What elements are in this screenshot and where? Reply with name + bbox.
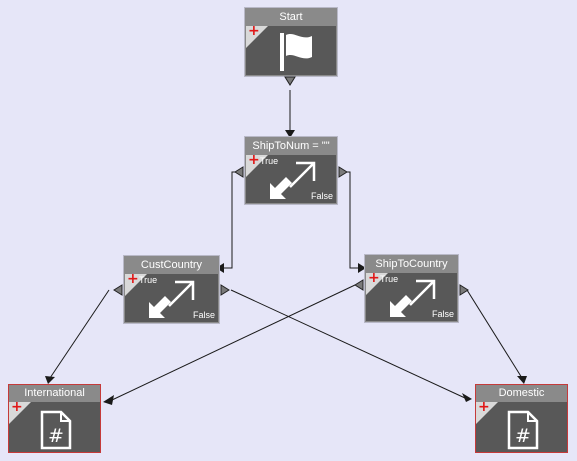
international-terminal-node[interactable]: International + # xyxy=(8,384,101,453)
arrowhead xyxy=(45,376,55,384)
false-branch-label: False xyxy=(431,309,454,319)
false-output-port-icon[interactable] xyxy=(338,166,348,178)
false-branch-label: False xyxy=(192,310,215,320)
connector-shiptocountry-domestic xyxy=(466,289,523,379)
start-node[interactable]: Start + xyxy=(245,8,337,76)
shiptocountry-decision-node[interactable]: ShipToCountry + True False xyxy=(365,255,458,322)
true-branch-label: True xyxy=(139,275,158,285)
domestic-terminal-node[interactable]: Domestic + # xyxy=(475,384,568,453)
output-port-icon[interactable] xyxy=(284,76,296,86)
connector-shiptonum-shiptocountry xyxy=(346,171,358,269)
expand-plus-icon[interactable]: + xyxy=(368,270,380,286)
false-output-port-icon[interactable] xyxy=(220,284,230,296)
false-output-port-icon[interactable] xyxy=(459,284,469,296)
true-output-port-icon[interactable] xyxy=(234,166,244,178)
true-output-port-icon[interactable] xyxy=(113,284,123,296)
expand-plus-icon[interactable]: + xyxy=(11,399,23,415)
connector-custcountry-international xyxy=(49,289,110,379)
true-branch-label: True xyxy=(260,156,279,166)
connector-custcountry-domestic xyxy=(230,289,466,399)
node-title: ShipToCountry xyxy=(366,256,457,273)
arrowhead xyxy=(358,263,366,273)
node-title: Domestic xyxy=(476,385,567,402)
expand-plus-icon[interactable]: + xyxy=(248,152,260,168)
true-branch-label: True xyxy=(380,274,399,284)
arrowhead xyxy=(103,395,114,405)
hash-document-icon: # xyxy=(40,410,72,450)
false-branch-label: False xyxy=(310,191,333,201)
arrowhead xyxy=(517,376,527,384)
expand-plus-icon[interactable]: + xyxy=(478,399,490,415)
decision-arrows-icon xyxy=(149,280,195,318)
arrowhead xyxy=(462,393,472,402)
node-title: International xyxy=(9,385,100,402)
node-title: CustCountry xyxy=(125,257,218,274)
node-title: ShipToNum = "" xyxy=(246,138,336,155)
expand-plus-icon[interactable]: + xyxy=(127,271,139,287)
node-title: Start xyxy=(246,9,336,26)
arrowhead xyxy=(216,263,224,273)
decision-arrows-icon xyxy=(270,161,316,199)
svg-text:#: # xyxy=(515,425,531,447)
hash-document-icon: # xyxy=(507,410,539,450)
decision-arrows-icon xyxy=(390,279,436,317)
arrowhead xyxy=(285,130,295,138)
shiptonum-decision-node[interactable]: ShipToNum = "" + True False xyxy=(245,137,337,204)
connector-shiptonum-custcountry xyxy=(224,171,236,269)
svg-text:#: # xyxy=(48,425,64,447)
flag-icon xyxy=(280,33,312,71)
true-output-port-icon[interactable] xyxy=(354,279,364,291)
connector-shiptocountry-international xyxy=(111,284,356,401)
custcountry-decision-node[interactable]: CustCountry + True False xyxy=(124,256,219,323)
expand-plus-icon[interactable]: + xyxy=(248,23,260,39)
